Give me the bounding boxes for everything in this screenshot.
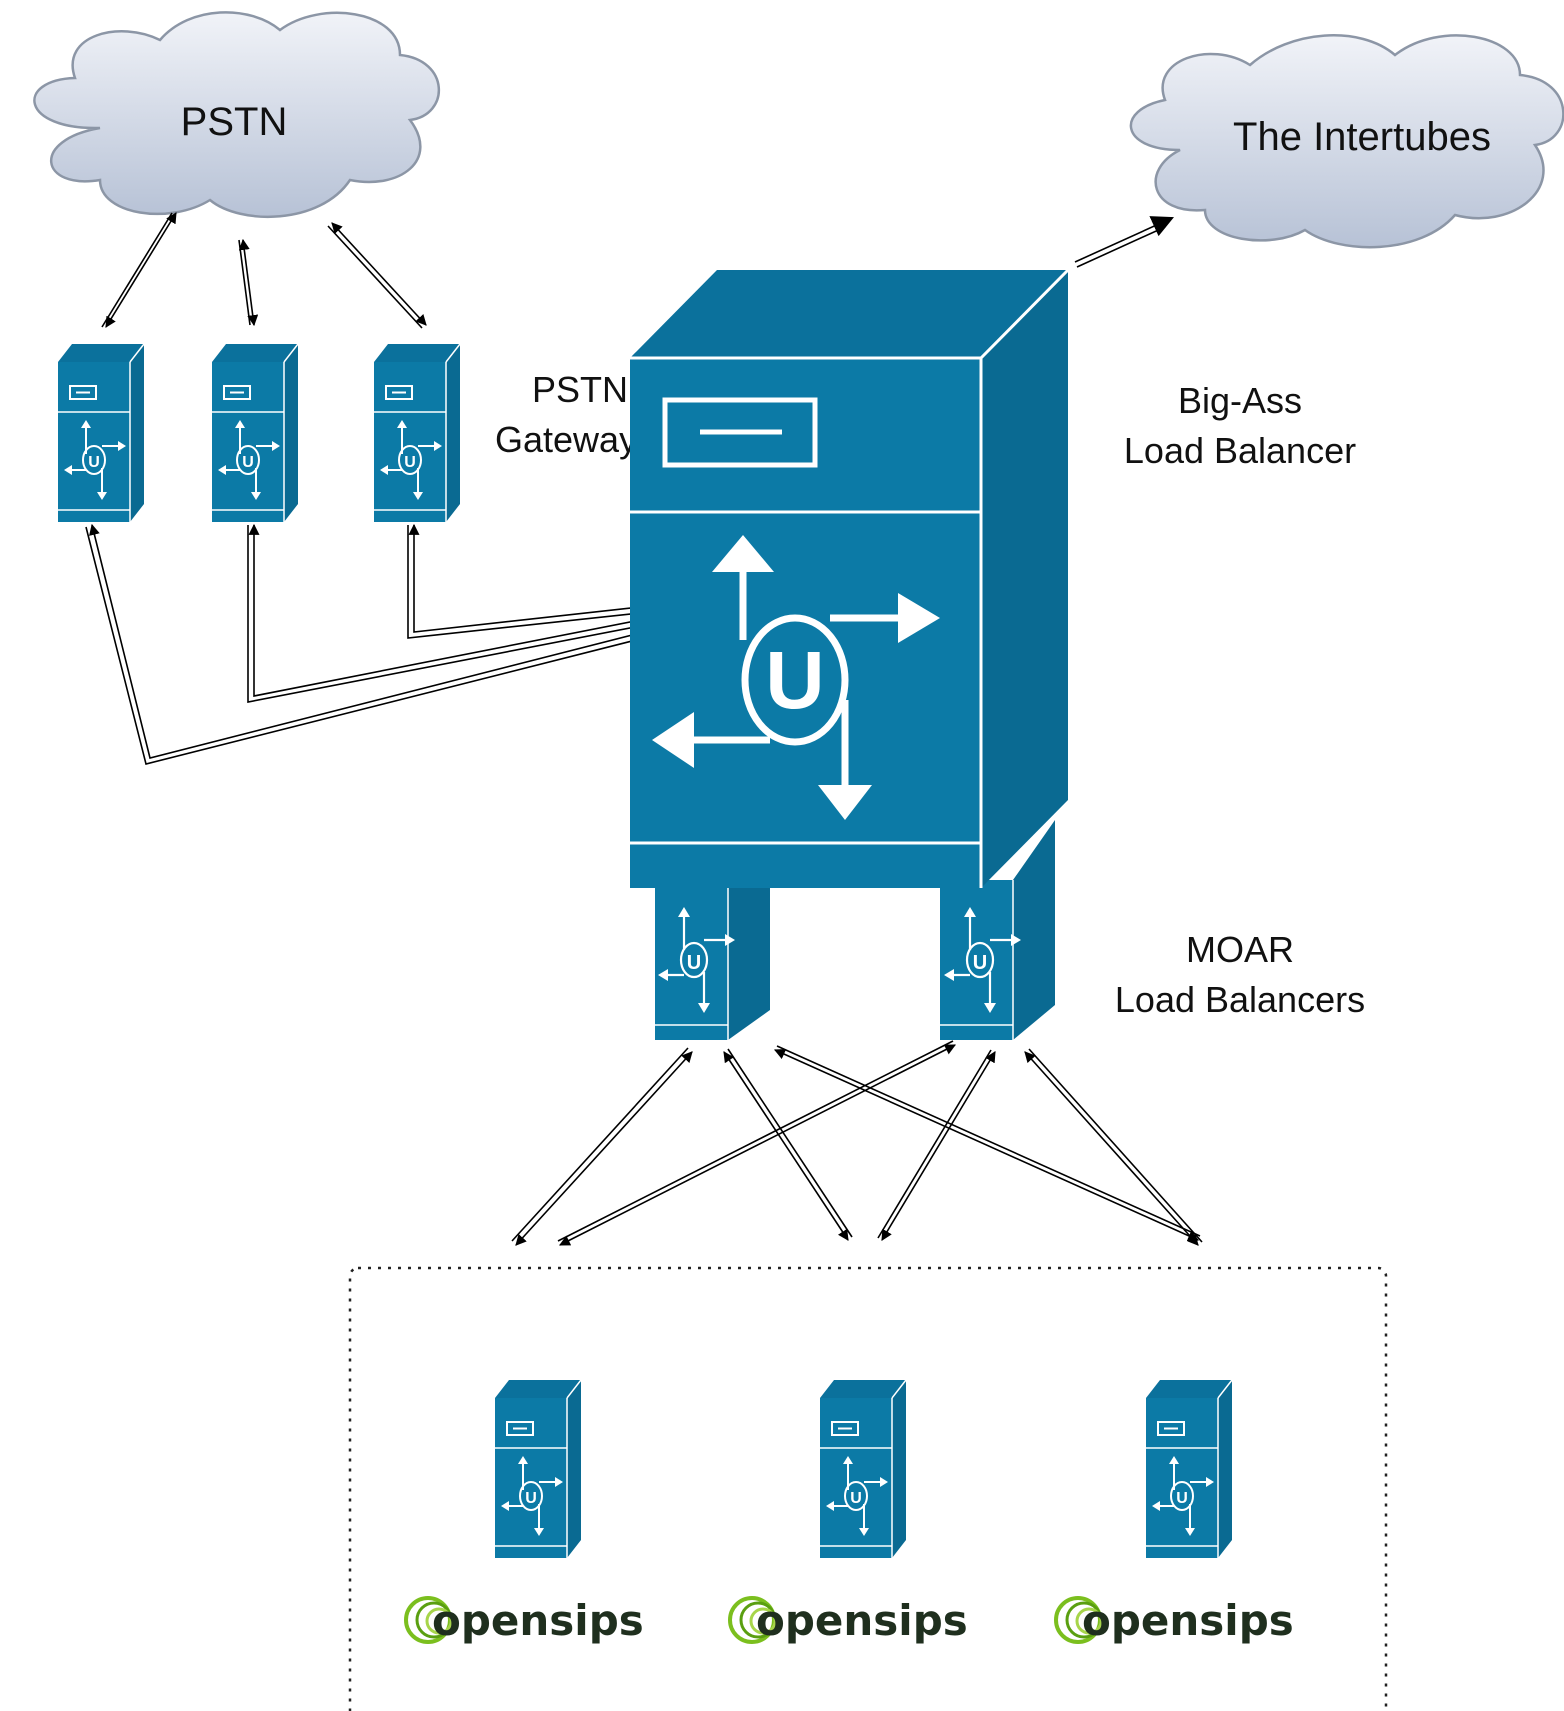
moar-load-balancer-2 [940, 820, 1055, 1040]
opensips-logo-3: opensips [1054, 1596, 1294, 1645]
pstn-gateway-server-1 [57, 343, 145, 523]
pstn-cloud: PSTN [33, 11, 441, 219]
lb-internet-link [1074, 216, 1175, 268]
svg-text:U: U [973, 952, 987, 974]
opensips-cluster-box [348, 1266, 1388, 1711]
moar-label-line1: MOAR [1186, 929, 1294, 970]
opensips-server-3 [1145, 1379, 1233, 1559]
router-icon [665, 915, 1014, 1005]
internet-label: The Intertubes [1233, 115, 1491, 159]
opensips-logo-text: opensips [432, 1596, 644, 1645]
pstn-gateway-server-3 [373, 343, 461, 523]
moar-load-balancer-1 [655, 850, 770, 1040]
opensips-logo-2: opensips [728, 1596, 968, 1645]
opensips-logo-text: opensips [756, 1596, 968, 1645]
drive-slot [662, 397, 818, 468]
pstn-gateway-server-2 [211, 343, 299, 523]
big-load-balancer: U [630, 268, 1070, 888]
router-icon [690, 570, 900, 790]
svg-text:U: U [687, 952, 701, 974]
pstn-label: PSTN [181, 100, 288, 144]
pstn-gateways-label-line1: PSTN [532, 369, 628, 410]
opensips-server-2 [819, 1379, 907, 1559]
lb-gateway-links [85, 523, 641, 765]
opensips-logo-1: opensips [404, 1596, 644, 1645]
opensips-server-1 [494, 1379, 582, 1559]
pstn-gateways-label-line2: Gateways [495, 419, 655, 460]
cloud-icon [1129, 34, 1564, 249]
cloud-icon [33, 11, 441, 219]
moar-label-line2: Load Balancers [1115, 979, 1365, 1020]
pstn-gateway-links [101, 212, 427, 329]
moar-cluster-links [511, 1040, 1203, 1246]
opensips-logo-text: opensips [1082, 1596, 1294, 1645]
svg-text:U: U [765, 635, 824, 726]
big-lb-label-line1: Big-Ass [1178, 380, 1302, 421]
internet-cloud: The Intertubes [1129, 34, 1564, 249]
big-lb-label-line2: Load Balancer [1124, 430, 1356, 471]
